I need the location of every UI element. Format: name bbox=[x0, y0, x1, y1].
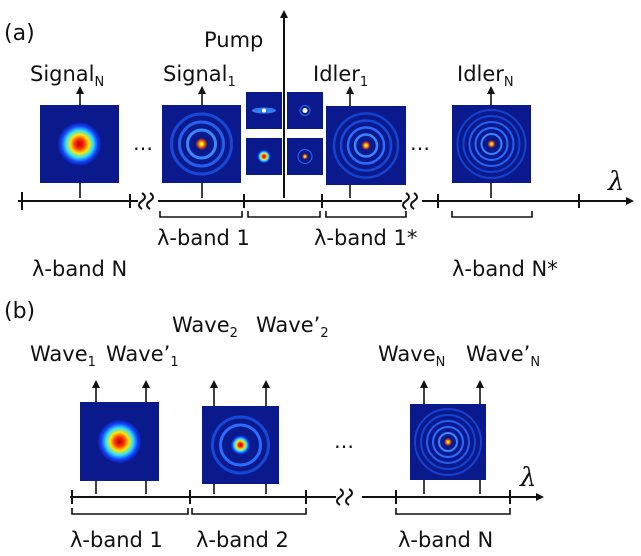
axis-a-break-1 bbox=[138, 192, 146, 210]
axis-b-break-b bbox=[345, 488, 353, 506]
ellipsis-a-left: … bbox=[133, 131, 153, 155]
wave-1-prime-label: Wave’1 bbox=[106, 342, 179, 370]
signal-1-mode-image bbox=[162, 105, 241, 183]
axis-a-ticks bbox=[129, 194, 580, 208]
wave-n-prime-label: Wave’N bbox=[466, 342, 540, 370]
idler-1-label: Idler1 bbox=[313, 62, 368, 90]
bracket-b-band-1 bbox=[71, 508, 189, 515]
panel-a-label: (a) bbox=[4, 21, 35, 46]
axis-b-break bbox=[336, 488, 344, 506]
bracket-b-band-n bbox=[395, 508, 511, 515]
idler-n-label: IdlerN bbox=[457, 62, 514, 90]
idler-1-mode-image bbox=[326, 106, 406, 185]
band-label-n-star: λ-band N* bbox=[452, 257, 558, 281]
band-2-mode-image bbox=[202, 406, 279, 484]
band-label-1: λ-band 1 bbox=[157, 226, 250, 250]
band-label-1-star: λ-band 1* bbox=[314, 226, 417, 250]
idler-n-mode-image bbox=[452, 105, 531, 183]
band-b-label-n: λ-band N bbox=[398, 528, 493, 552]
band-brackets-a bbox=[159, 211, 533, 218]
bracket-band-n-star bbox=[451, 211, 533, 218]
wave-n-label: WaveN bbox=[378, 342, 445, 370]
axis-a-break-2 bbox=[402, 192, 410, 210]
bracket-band-1 bbox=[159, 211, 243, 218]
band-1-mode-image bbox=[80, 402, 159, 481]
band-brackets-b bbox=[71, 508, 511, 515]
panel-b: (b) λ Wave1 Wave’1 Wave2 Wave’2 bbox=[4, 299, 544, 552]
axis-a-break-2b bbox=[410, 192, 418, 210]
signal-n-mode-image bbox=[40, 105, 119, 183]
axis-a-break-1b bbox=[146, 192, 154, 210]
ellipsis-b: … bbox=[334, 429, 354, 453]
signal-n-label: SignalN bbox=[30, 62, 104, 90]
band-label-n: λ-band N bbox=[32, 257, 127, 281]
bracket-pump-band bbox=[247, 211, 321, 218]
bracket-b-band-2 bbox=[191, 508, 307, 515]
panel-b-label: (b) bbox=[4, 299, 35, 324]
bracket-band-1-star bbox=[325, 211, 407, 218]
pump-label: Pump bbox=[204, 28, 263, 52]
signal-1-label: Signal1 bbox=[163, 62, 236, 90]
pump-mode-images bbox=[246, 92, 323, 175]
lambda-axis-a-label: λ bbox=[607, 167, 624, 197]
band-b-label-2: λ-band 2 bbox=[196, 528, 289, 552]
wave-2-label: Wave2 bbox=[172, 313, 238, 341]
wave-1-label: Wave1 bbox=[30, 342, 96, 370]
panel-a: (a) λ Pump SignalN … Sig bbox=[4, 10, 634, 281]
band-n-mode-image bbox=[410, 404, 486, 480]
lambda-axis-b-label: λ bbox=[519, 463, 536, 493]
wave-2-prime-label: Wave’2 bbox=[256, 313, 329, 341]
ellipsis-a-right: … bbox=[410, 131, 430, 155]
band-b-label-1: λ-band 1 bbox=[70, 528, 163, 552]
axis-b-ticks bbox=[71, 490, 511, 504]
